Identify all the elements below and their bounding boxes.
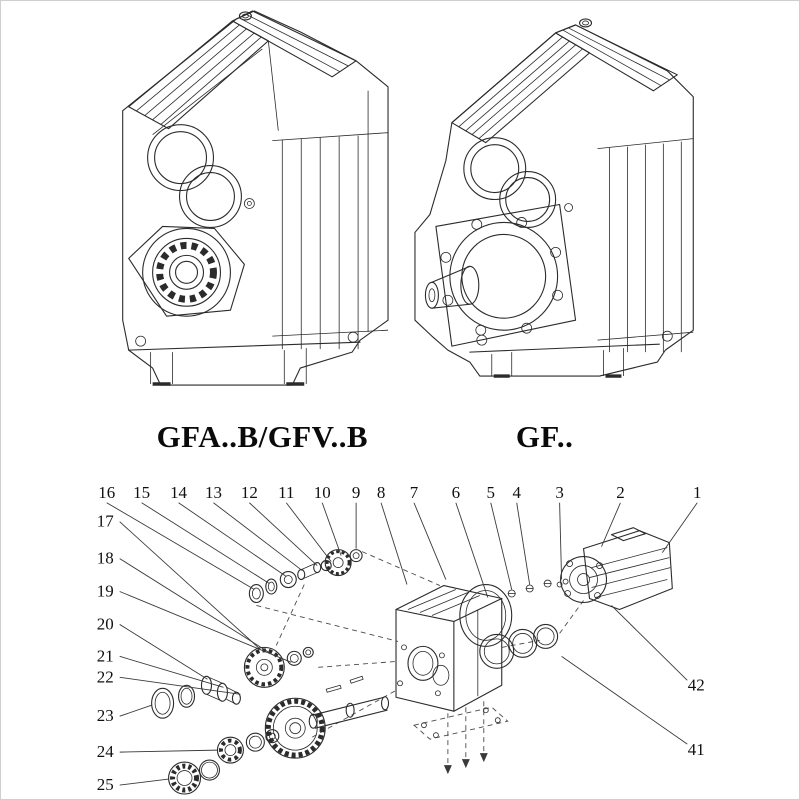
callout-leader-lines — [106, 502, 698, 786]
lifting-eye-hole — [238, 11, 252, 21]
callout-20: 20 — [97, 614, 114, 633]
callout-22: 22 — [97, 667, 114, 686]
callout-15: 15 — [133, 483, 150, 502]
callout-23: 23 — [97, 706, 114, 725]
input-bore-circles-right — [463, 137, 573, 228]
figure-label-gfab: GFA..B/GFV..B — [157, 419, 368, 454]
callout-5: 5 — [487, 483, 495, 502]
callout-25: 25 — [97, 775, 114, 794]
callout-numbers-right: 42 41 — [688, 675, 705, 759]
mounting-feet-right — [469, 330, 673, 378]
callout-16: 16 — [98, 483, 115, 502]
mounting-feet-left — [128, 331, 361, 386]
callout-21: 21 — [97, 646, 114, 665]
exploded-housing — [395, 584, 503, 712]
callout-19: 19 — [97, 582, 114, 601]
callout-11: 11 — [278, 483, 294, 502]
callout-7: 7 — [410, 483, 418, 502]
gearbox-gfab-drawing — [122, 10, 389, 386]
fastener-parts-group — [507, 578, 569, 598]
intermediate-gear-group — [243, 646, 314, 688]
callout-14: 14 — [170, 483, 187, 502]
callout-3: 3 — [555, 483, 563, 502]
callout-6: 6 — [452, 483, 460, 502]
callout-1: 1 — [693, 483, 701, 502]
motor-drawing — [560, 527, 673, 611]
callout-9: 9 — [352, 483, 360, 502]
exploded-view-drawing: 16 15 14 13 12 11 10 9 8 7 6 5 4 3 2 1 1… — [97, 483, 705, 795]
seal-and-pinion-group — [151, 675, 241, 719]
callout-2: 2 — [616, 483, 624, 502]
output-bearing-boss — [128, 225, 245, 317]
callout-10: 10 — [314, 483, 331, 502]
ribbed-panel-left — [272, 90, 389, 350]
bottom-bearings-group — [168, 729, 280, 795]
retaining-rings-group — [479, 623, 559, 669]
cooling-fins-left — [128, 10, 357, 130]
lifting-eye-hole-right — [579, 18, 593, 28]
callout-42: 42 — [688, 675, 705, 694]
callout-41: 41 — [688, 740, 705, 759]
callout-8: 8 — [377, 483, 385, 502]
output-flange-and-shaft — [424, 203, 577, 347]
figure-label-gf: GF.. — [516, 419, 574, 454]
input-shaft-parts-row — [248, 549, 363, 604]
assembly-axis-lines — [256, 551, 584, 775]
adapter-flange-ring — [459, 583, 513, 647]
ribbed-panel-right — [597, 138, 694, 353]
callout-24: 24 — [97, 742, 114, 761]
callout-18: 18 — [97, 549, 114, 568]
callout-13: 13 — [205, 483, 222, 502]
callout-12: 12 — [241, 483, 258, 502]
cooling-fins-right — [451, 24, 678, 144]
input-bore-circles-left — [147, 124, 255, 228]
gasket-plate — [413, 706, 509, 740]
callout-17: 17 — [97, 512, 114, 531]
gearbox-gf-drawing — [414, 18, 694, 378]
output-gear-and-shaft — [264, 675, 390, 759]
callout-numbers-top: 16 15 14 13 12 11 10 9 8 7 6 5 4 3 2 1 — [98, 483, 701, 502]
callout-numbers-left: 17 18 19 20 21 22 23 24 25 — [97, 512, 114, 794]
callout-4: 4 — [512, 483, 521, 502]
